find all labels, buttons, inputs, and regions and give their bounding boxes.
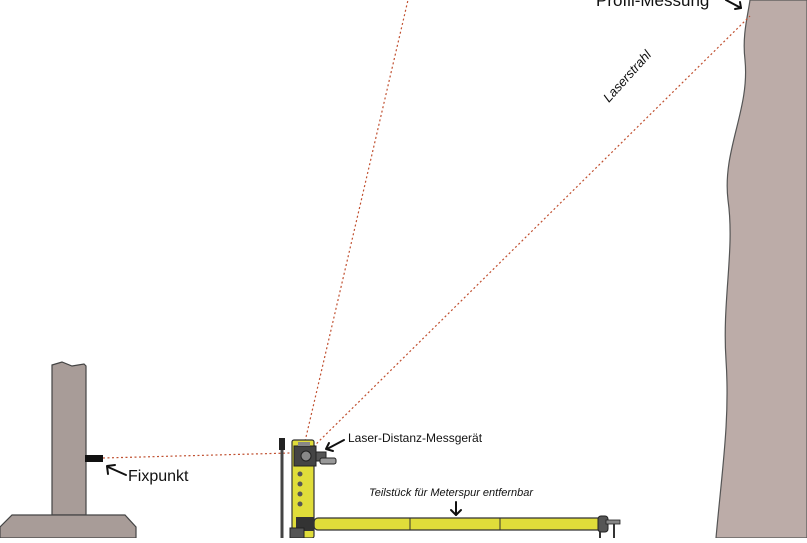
handle bbox=[279, 438, 285, 538]
meter-rail bbox=[313, 515, 621, 538]
laser-device-label: Laser-Distanz-Messgerät bbox=[348, 431, 483, 445]
post-base bbox=[0, 514, 137, 539]
laser-line-upward bbox=[302, 0, 409, 451]
fixpoint-marker bbox=[85, 455, 103, 462]
laser-line-to-wall bbox=[306, 15, 751, 454]
laser-lines bbox=[102, 0, 751, 459]
rock-wall bbox=[715, 0, 807, 539]
profile-measurement-label: Profil-Messung bbox=[596, 0, 710, 10]
fixpoint-post bbox=[51, 361, 87, 516]
removable-part-label: Teilstück für Meterspur entfernbar bbox=[369, 487, 534, 499]
arrow-removable-part bbox=[450, 501, 462, 516]
fixed-point-label: Fixpunkt bbox=[128, 468, 189, 485]
annotation-arrows bbox=[106, 0, 742, 516]
arrow-fixpoint bbox=[106, 464, 127, 476]
laser-line-to-fixpoint bbox=[102, 452, 291, 459]
arrow-laser-device bbox=[325, 439, 345, 452]
arrow-profile bbox=[725, 0, 742, 10]
